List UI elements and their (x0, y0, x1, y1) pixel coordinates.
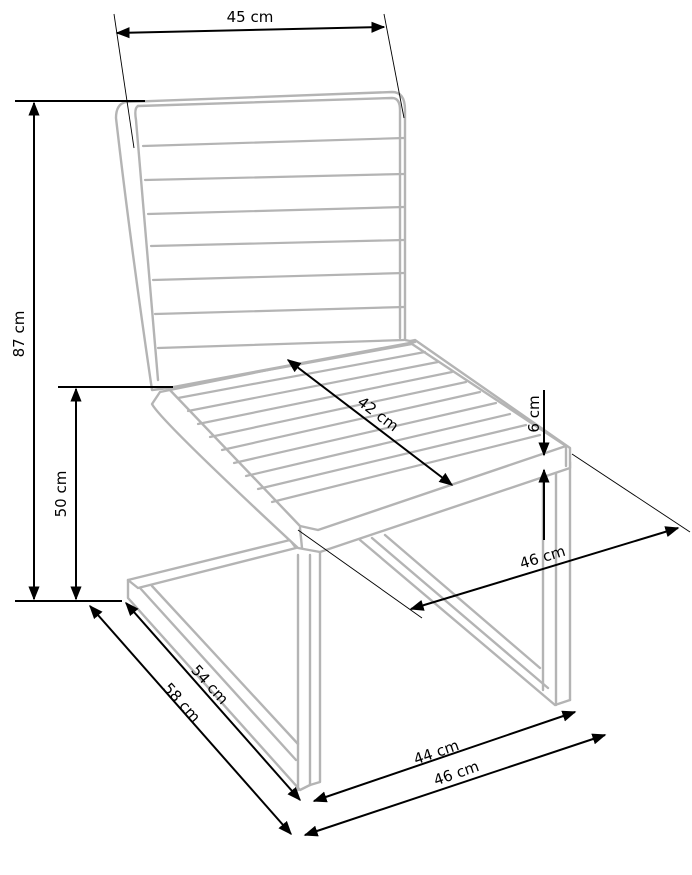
backrest (114, 90, 417, 392)
dimension-backrest-width: 45 cm (113, 8, 405, 149)
label-seat-height: 50 cm (52, 471, 70, 518)
label-backrest-width: 45 cm (227, 8, 274, 26)
label-total-height: 87 cm (10, 311, 28, 358)
dimension-total-height: 87 cm (10, 100, 145, 602)
label-base-depth-outer: 58 cm (159, 679, 204, 726)
label-seat-thickness: 6 cm (525, 395, 543, 432)
dimension-base-depth-inner: 54 cm (125, 601, 301, 802)
label-base-width-inner: 44 cm (411, 736, 461, 768)
dimension-seat-thickness: 6 cm (525, 390, 550, 540)
dimension-seat-height: 50 cm (52, 386, 173, 601)
label-base-depth-inner: 54 cm (187, 661, 232, 708)
chair-drawing (114, 90, 572, 792)
